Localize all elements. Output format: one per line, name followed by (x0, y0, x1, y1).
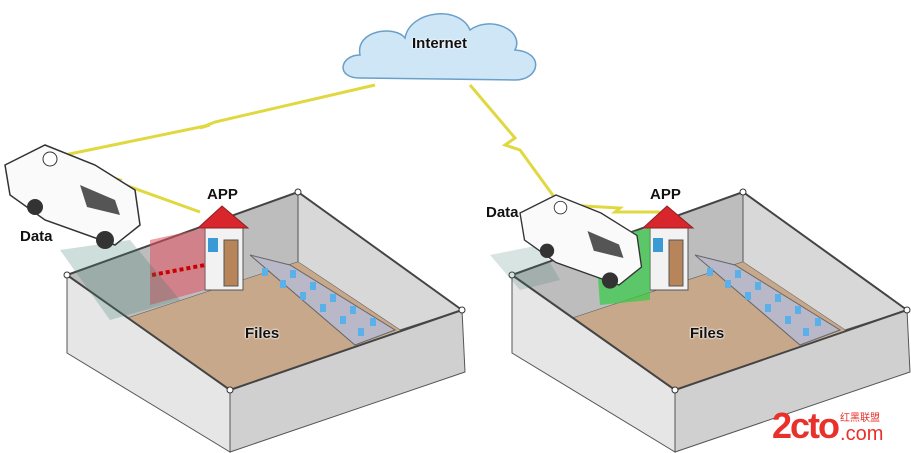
cloud-icon (342, 13, 537, 81)
watermark-main: 2cto (772, 405, 840, 446)
watermark-logo: 2cto 红黑联盟 .com (772, 405, 884, 446)
left-data-label: Data (20, 228, 53, 245)
watermark-suffix: .com (840, 423, 884, 445)
left-blocked-gate (150, 228, 205, 305)
left-files-label: Files (245, 325, 280, 342)
internet-label: Internet (412, 35, 468, 52)
left-app-label: APP (207, 186, 238, 203)
left-barrier-arm (151, 263, 206, 277)
right-files-label: Files (690, 325, 725, 342)
lightning-links (49, 83, 660, 214)
right-app-label: APP (650, 186, 681, 203)
watermark-chinese: 红黑联盟 (840, 413, 881, 424)
left-van-shadow (60, 240, 180, 320)
right-data-label: Data (486, 204, 519, 221)
